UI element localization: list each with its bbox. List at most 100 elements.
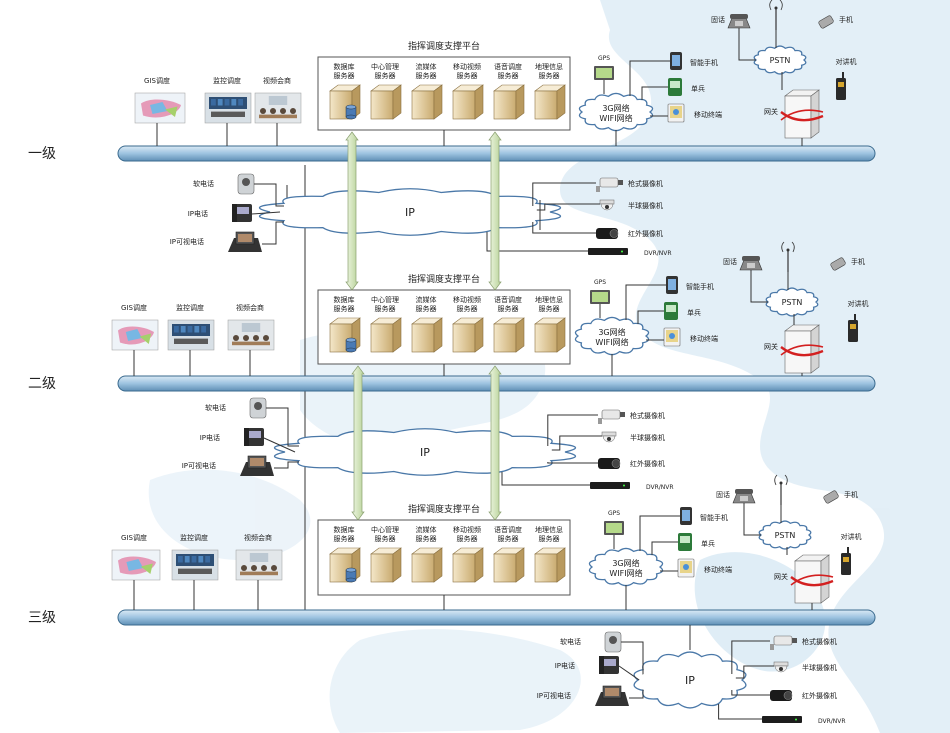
pstn-label: PSTN: [782, 298, 803, 307]
camera-label: 枪式摄像机: [628, 179, 663, 188]
monitoring-room-thumbnail: [167, 319, 215, 351]
connector-line: [536, 203, 600, 211]
phone-label: IP电话: [555, 661, 575, 670]
platform-title: 指挥调度支撑平台: [408, 503, 480, 515]
level-2: 二级指挥调度支撑平台数据库服务器中心管理服务器流媒体服务器移动视频服务器语音调度…: [28, 241, 876, 392]
gis-map-thumbnail: [134, 92, 186, 124]
server-icon: [452, 84, 484, 120]
cloud-shape: [578, 92, 654, 132]
cloud-shape: [273, 428, 577, 476]
bidirectional-arrow: [351, 365, 365, 521]
landline-phone-icon: [727, 14, 751, 29]
arrows-layer: [345, 131, 502, 521]
device-label: 移动终端: [690, 334, 718, 343]
video-meeting-thumbnail: [235, 549, 283, 581]
app-label: 监控调度: [176, 303, 204, 312]
connector-line: [547, 414, 598, 446]
ip-cloud-label: IP: [420, 446, 430, 459]
soft-phone-icon: [237, 173, 255, 195]
connector-line: [637, 310, 664, 324]
gateway-device-icon: [790, 554, 834, 604]
connector-line: [486, 232, 588, 252]
bidirectional-arrow: [488, 365, 502, 521]
infrared-camera-icon: [770, 690, 793, 701]
connector-line: [750, 270, 768, 303]
monitoring-room-thumbnail: [171, 549, 219, 581]
server-label-line1: 中心管理: [371, 62, 399, 71]
device-label: 单兵: [687, 308, 701, 317]
gateway-label: 网关: [774, 572, 788, 581]
connector-line: [629, 60, 670, 96]
server-icon: [534, 317, 566, 353]
server-label-line2: 服务器: [375, 71, 396, 80]
cloud-shape: [258, 188, 562, 236]
server-icon: [370, 547, 402, 583]
gis-map-thumbnail: [111, 549, 161, 581]
camera-label: DVR/NVR: [646, 484, 674, 491]
app-label: 监控调度: [213, 76, 241, 85]
camera-label: DVR/NVR: [644, 250, 672, 257]
camera-label: 半球摄像机: [628, 201, 663, 210]
mobile-network-label-1: 3G网络: [602, 103, 629, 113]
gps-device-icon: [590, 290, 610, 304]
connector-line: [274, 461, 299, 469]
connector-line: [629, 689, 644, 699]
connector-line: [735, 665, 774, 679]
landline-label: 固话: [723, 257, 737, 266]
cloud-shape: [588, 547, 664, 587]
landline-label: 固话: [716, 490, 730, 499]
device-label: 移动终端: [704, 565, 732, 574]
pstn-label: PSTN: [775, 531, 796, 540]
level-label: 一级: [28, 146, 56, 162]
phone-label: 软电话: [205, 403, 226, 412]
level-3: 三级指挥调度支撑平台数据库服务器中心管理服务器流媒体服务器移动视频服务器语音调度…: [28, 474, 876, 626]
dvr-nvr-icon: [588, 248, 628, 255]
connector-line: [551, 435, 602, 451]
camera-label: 枪式摄像机: [630, 411, 665, 420]
server-label-line1: 移动视频: [453, 525, 481, 534]
landline-phone-icon: [739, 256, 763, 271]
bus-1: 一级: [28, 145, 876, 162]
gps-device-icon: [594, 66, 614, 80]
server-label-line2: 服务器: [375, 534, 396, 543]
server-label-line2: 服务器: [539, 71, 560, 80]
ip-cloud-label: IP: [685, 674, 695, 687]
dvr-nvr-icon: [590, 482, 630, 489]
platform-box: 指挥调度支撑平台数据库服务器中心管理服务器流媒体服务器移动视频服务器语音调度服务…: [317, 273, 571, 365]
server-label-line1: 中心管理: [371, 295, 399, 304]
connector-line: [266, 407, 299, 447]
server-label-line2: 服务器: [539, 304, 560, 313]
smartphone-icon: [666, 276, 678, 294]
mobile-network-label-2: WIFI网络: [599, 113, 632, 123]
server-label-line1: 数据库: [334, 525, 355, 534]
walkie-label: 对讲机: [848, 299, 869, 308]
server-label-line2: 服务器: [334, 304, 355, 313]
server-label-line1: 语音调度: [494, 525, 522, 534]
camera-label: 红外摄像机: [802, 691, 837, 700]
ip-cloud: [633, 651, 747, 709]
ip-phone-icon: [599, 656, 619, 674]
bullet-camera-icon: [598, 409, 625, 424]
connector-line: [263, 437, 296, 453]
ip-phone-icon: [244, 428, 264, 446]
server-label-line1: 地理信息: [535, 295, 563, 304]
connector-line: [262, 221, 284, 245]
mobile-network-cloud: [588, 547, 664, 587]
connector-line: [738, 28, 756, 61]
connector-line: [743, 503, 761, 536]
mobile-terminal-icon: [677, 558, 695, 578]
gateway-device-icon: [780, 89, 824, 139]
ip-cloud: [273, 428, 577, 476]
mobile-terminal-icon: [663, 327, 681, 347]
camera-label: DVR/NVR: [818, 718, 846, 725]
connector-line: [625, 284, 666, 320]
bus-3: 三级: [28, 609, 876, 626]
server-label-line1: 数据库: [334, 62, 355, 71]
dome-camera-icon: [601, 431, 617, 443]
server-icon: [534, 84, 566, 120]
bidirectional-arrow: [345, 131, 359, 291]
server-label-line2: 服务器: [457, 304, 478, 313]
video-meeting-thumbnail: [227, 319, 275, 351]
server-label-line1: 地理信息: [535, 525, 563, 534]
